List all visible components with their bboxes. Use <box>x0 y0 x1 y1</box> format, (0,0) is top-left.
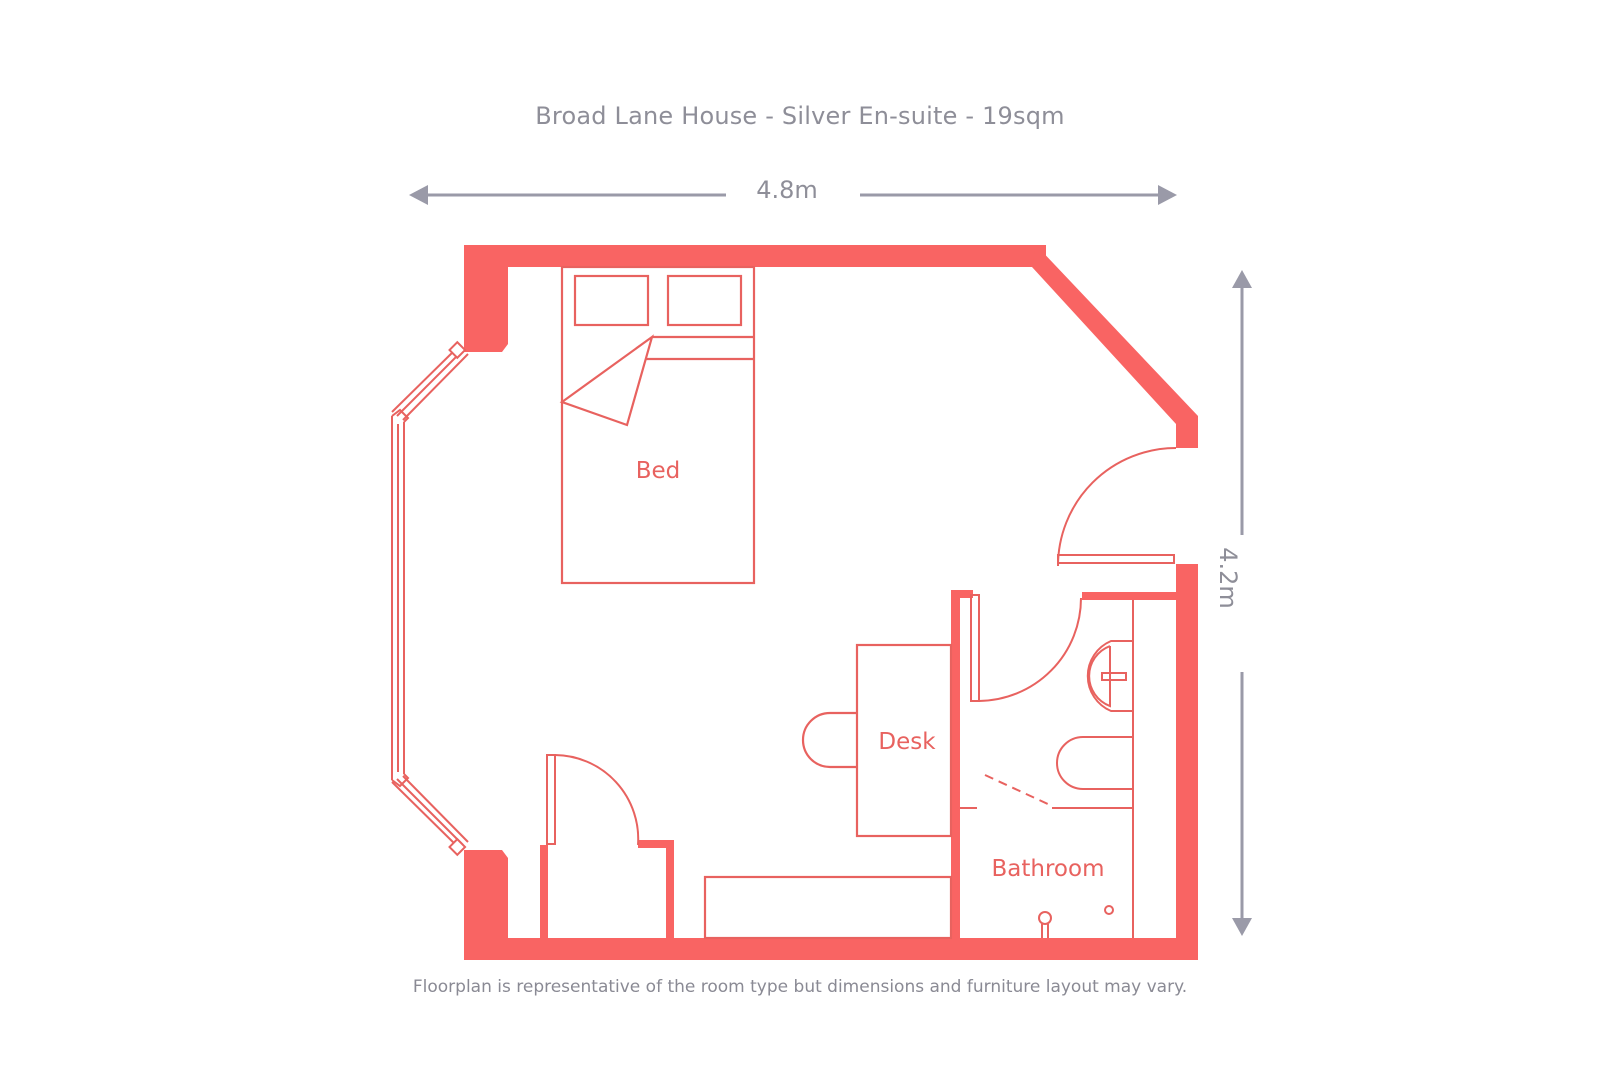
width-dimension-arrow <box>409 185 1177 205</box>
toilet <box>1056 736 1133 790</box>
shower-screen <box>984 774 1051 806</box>
bed <box>559 265 756 585</box>
arrow-left-icon <box>409 185 428 205</box>
bed-label: Bed <box>636 458 681 484</box>
desk-label: Desk <box>878 729 936 755</box>
exterior-walls <box>464 245 1198 960</box>
pillow-left <box>573 274 650 327</box>
floorplan-title: Broad Lane House - Silver En-suite - 19s… <box>535 102 1065 130</box>
entrance-door <box>1057 447 1177 567</box>
bathroom-label: Bathroom <box>992 856 1105 882</box>
width-dimension-label: 4.8m <box>756 176 818 204</box>
height-dimension-arrow <box>1232 270 1252 936</box>
tap <box>1101 672 1127 681</box>
drain <box>1104 905 1114 915</box>
pillow-right <box>666 274 743 327</box>
bay-window <box>391 340 469 857</box>
arrow-right-icon <box>1158 185 1177 205</box>
folded-duvet <box>559 334 654 427</box>
floorplan-disclaimer: Floorplan is representative of the room … <box>412 977 1188 997</box>
desk <box>801 643 953 838</box>
wardrobe-door <box>546 754 640 846</box>
sink <box>1086 640 1133 712</box>
shower-head <box>1038 911 1052 925</box>
arrow-up-icon <box>1232 270 1252 288</box>
arrow-down-icon <box>1232 918 1252 936</box>
bathroom <box>960 594 1134 938</box>
desk-chair <box>801 711 857 769</box>
storage-unit <box>703 875 953 940</box>
